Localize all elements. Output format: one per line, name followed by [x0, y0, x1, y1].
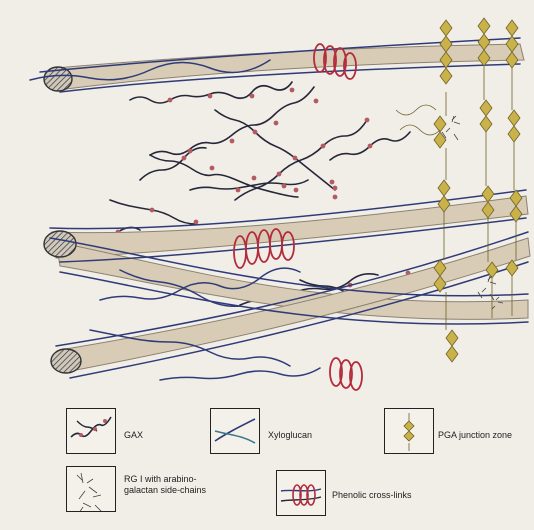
pga-junction-icon — [385, 409, 433, 453]
pga-legend-swatch — [384, 408, 434, 454]
pga-legend-label: PGA junction zone — [438, 430, 512, 441]
xyloglucan-legend-label: Xyloglucan — [268, 430, 312, 441]
microfibril-top — [56, 44, 524, 90]
phenolic-crosslink-icon — [277, 471, 325, 515]
rg1-legend-label-line2: galactan side-chains — [124, 485, 206, 496]
microfibril-end-middle — [44, 231, 76, 257]
xyloglucan-icon — [211, 409, 259, 453]
phenolic-legend-label: Phenolic cross-links — [332, 490, 412, 501]
phenolic-legend-swatch — [276, 470, 326, 516]
rg1-icon — [67, 467, 115, 511]
gax-legend-label: GAX — [124, 430, 143, 441]
gax-chain — [130, 82, 292, 103]
xyloglucan-legend-swatch — [210, 408, 260, 454]
microfibril-end-bottom — [51, 349, 81, 373]
cell-wall-diagram — [0, 0, 534, 400]
gax-legend-swatch — [66, 408, 116, 454]
gax-chain — [140, 148, 206, 180]
rg1-legend-swatch — [66, 466, 116, 512]
xyloglucan-strand — [160, 368, 320, 380]
rg1-legend-label-line1: RG I with arabino- — [124, 474, 206, 485]
rg1-legend-label: RG I with arabino- galactan side-chains — [124, 474, 206, 496]
gax-icon — [67, 409, 115, 453]
